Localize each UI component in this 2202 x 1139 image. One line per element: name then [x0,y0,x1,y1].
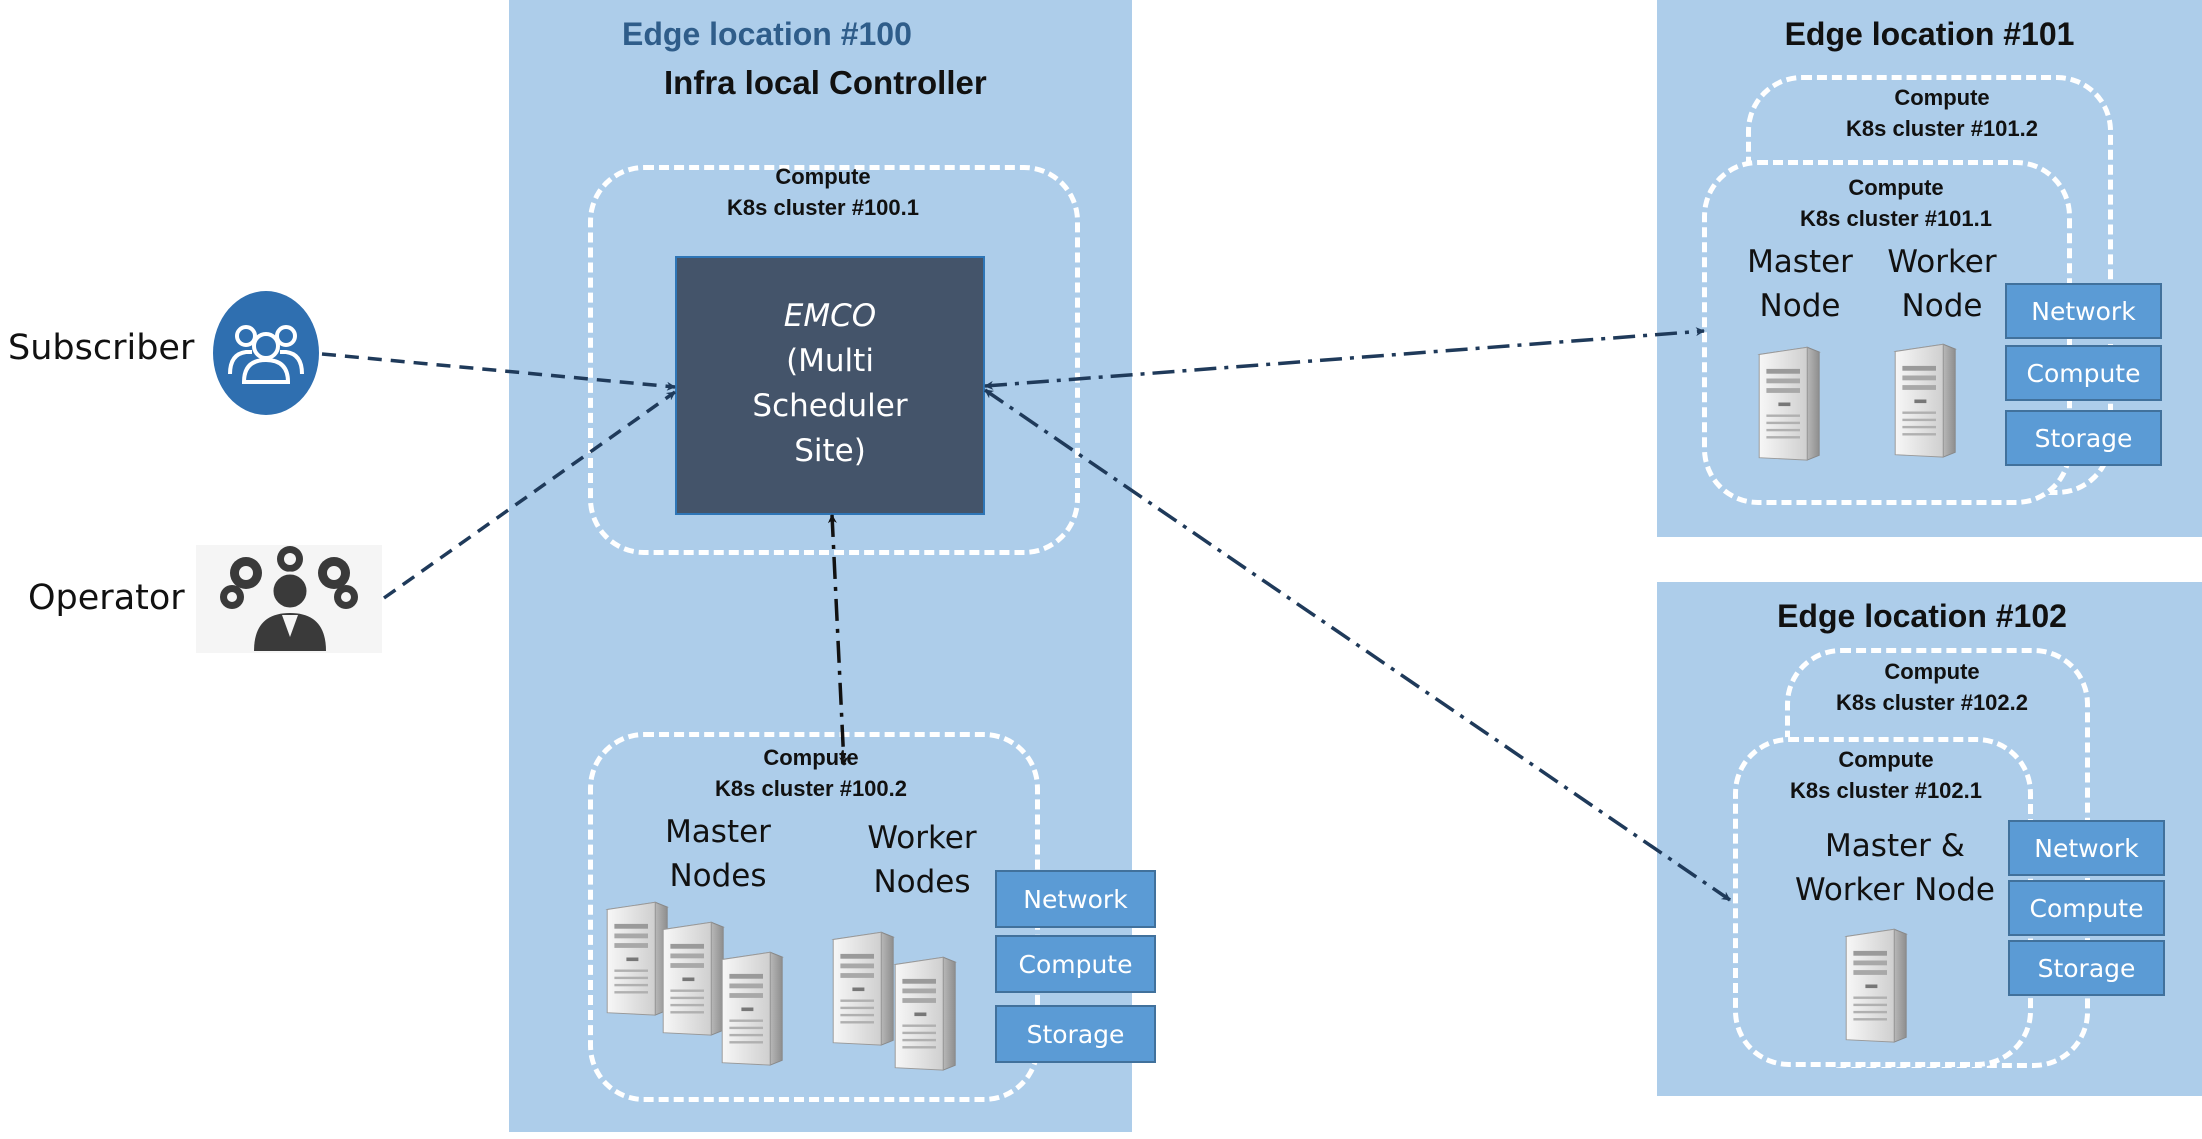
subscriber-label: Subscriber [8,328,195,368]
person-gears-icon[interactable] [196,545,382,653]
infra-local-controller-label: Infra local Controller [664,64,987,101]
compute-resource[interactable]: Compute [2005,345,2162,401]
emco-multi-scheduler-box[interactable]: EMCO (Multi Scheduler Site) [675,256,985,515]
edge-location-102-title: Edge location #102 [1777,598,2067,634]
users-group-icon[interactable] [212,290,320,416]
operator-label: Operator [28,578,185,618]
k8s-cluster-100-1-label: Compute K8s cluster #100.1 [726,164,920,220]
k8s-cluster-102-2-label: Compute K8s cluster #102.2 [1835,659,2029,715]
master-node-label: Master Node [1747,244,1853,324]
k8s-cluster-101-2-label: Compute K8s cluster #101.2 [1845,85,2039,141]
storage-resource[interactable]: Storage [995,1005,1156,1063]
operator-to-emco-arrow [382,390,677,600]
compute-resource[interactable]: Compute [995,935,1156,993]
edge-location-100-title: Edge location #100 [622,16,912,52]
storage-resource[interactable]: Storage [2008,940,2165,996]
network-resource[interactable]: Network [2008,820,2165,876]
network-resource[interactable]: Network [2005,283,2162,339]
master-worker-node-label: Master & Worker Node [1795,828,1995,908]
subscriber-to-emco-arrow [321,352,676,391]
emco-to-edge-101-arrow [984,327,1705,390]
k8s-cluster-102-1-label: Compute K8s cluster #102.1 [1789,747,1983,803]
emco-to-cluster-100-2-arrow [827,514,849,766]
worker-nodes-label: Worker Nodes [867,820,977,900]
k8s-cluster-101-1-label: Compute K8s cluster #101.1 [1799,175,1993,231]
compute-resource[interactable]: Compute [2008,880,2165,936]
storage-resource[interactable]: Storage [2005,410,2162,466]
edge-location-101-title: Edge location #101 [1784,16,2075,52]
emco-to-edge-102-arrow [984,388,1731,902]
master-nodes-label: Master Nodes [665,814,771,894]
worker-node-label: Worker Node [1887,244,1997,324]
